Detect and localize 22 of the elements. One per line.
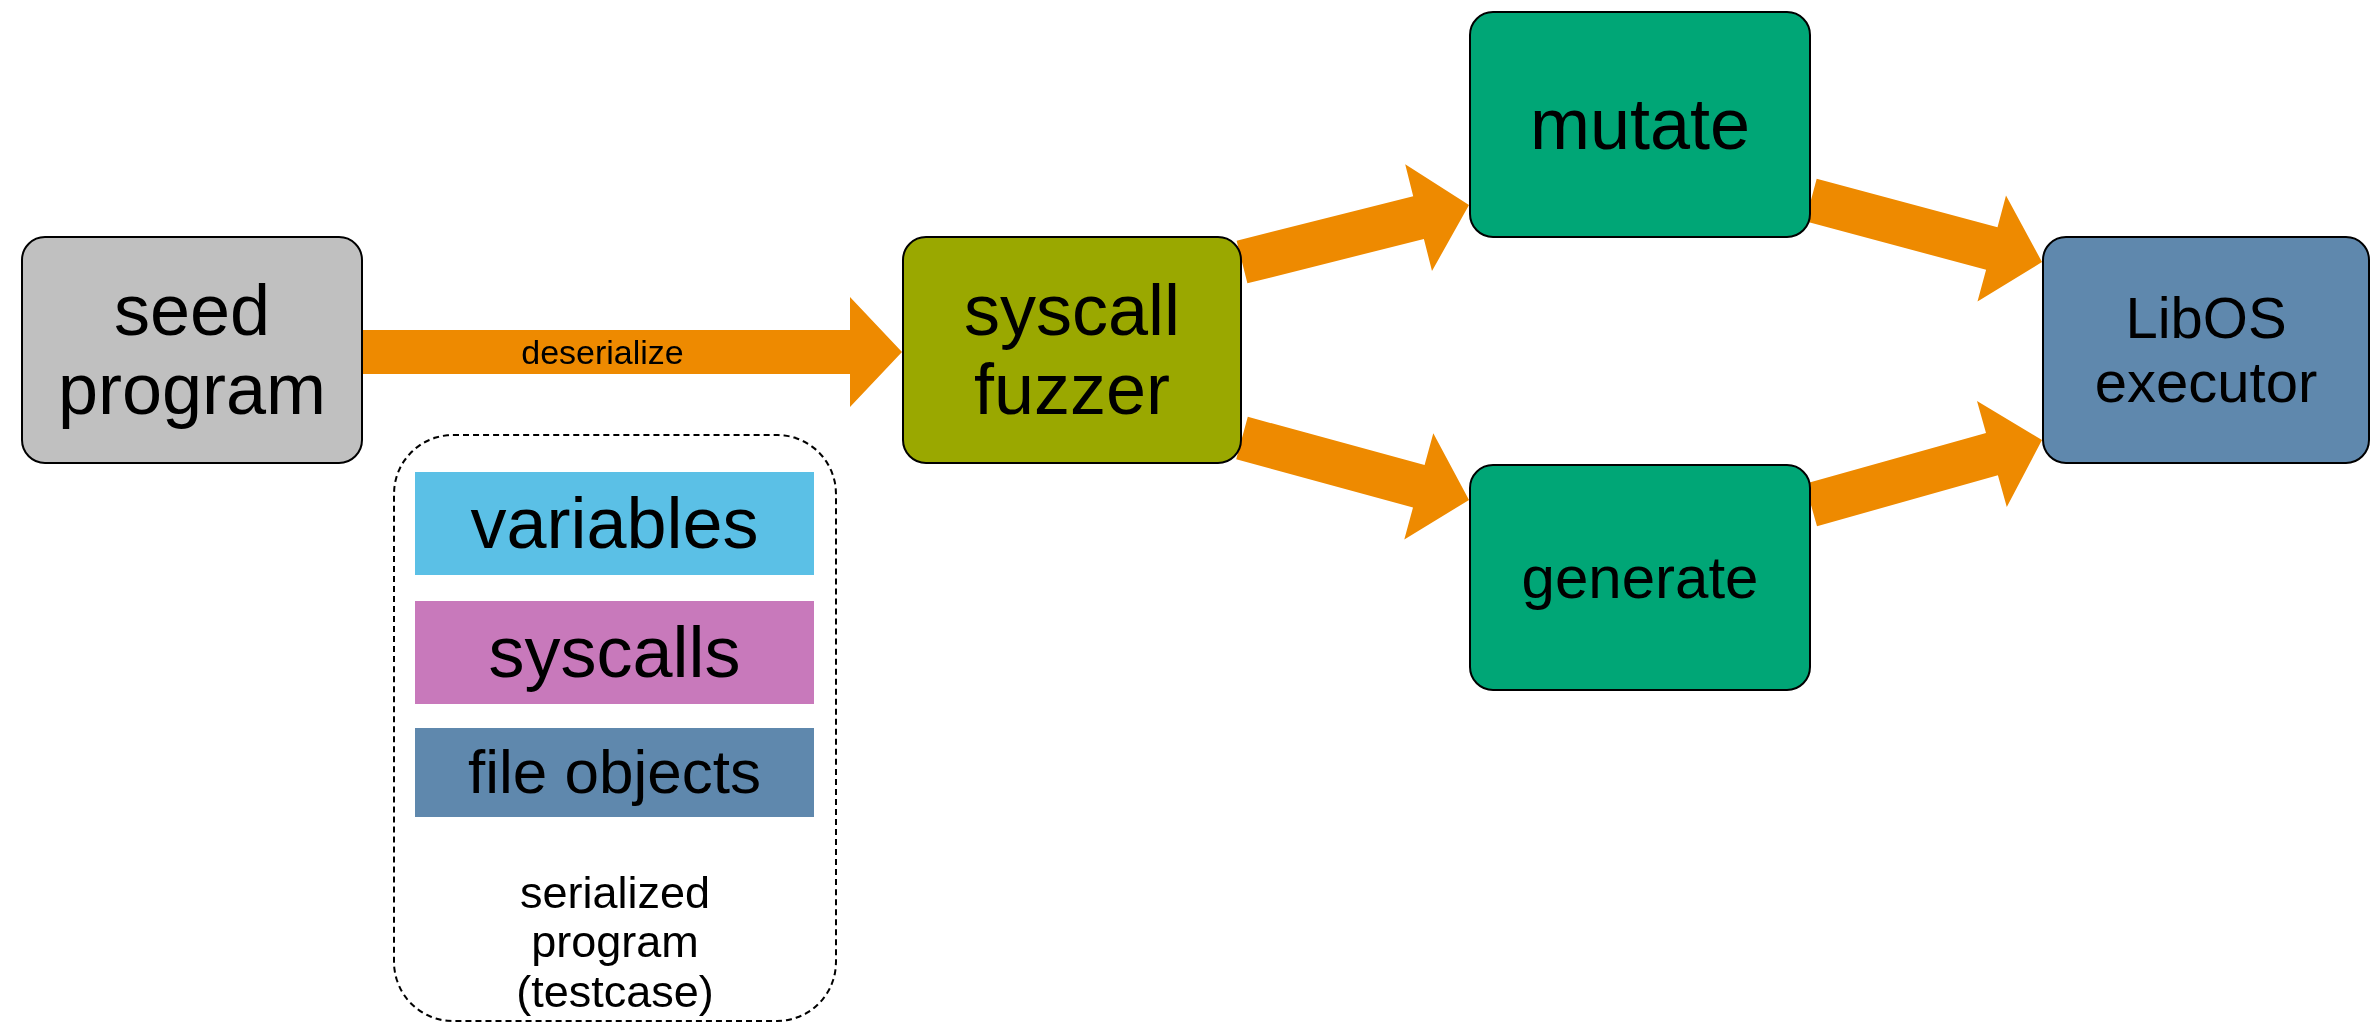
color-block — [415, 601, 814, 704]
edge-label: deserialize — [521, 332, 684, 372]
process-box — [2042, 236, 2370, 464]
group-container — [393, 434, 837, 1022]
node-label: file objects — [468, 738, 761, 807]
color-block — [415, 472, 814, 575]
node-label: mutate — [1529, 84, 1751, 165]
node-label: syscall fuzzer — [962, 270, 1181, 430]
node-label: syscalls — [488, 612, 741, 693]
node-label: seed program — [56, 270, 328, 430]
process-box — [1469, 11, 1811, 238]
block-arrow — [1236, 416, 1469, 540]
block-arrow — [1236, 164, 1469, 284]
process-box — [1469, 464, 1811, 691]
color-block — [415, 728, 814, 817]
process-box — [21, 236, 363, 464]
node-label: generate — [1521, 544, 1759, 611]
process-box — [902, 236, 1242, 464]
block-arrow — [363, 297, 902, 407]
container-caption: serialized program (testcase) — [515, 867, 715, 1016]
node-label: LibOS executor — [2093, 286, 2319, 414]
node-label: variables — [470, 483, 759, 564]
